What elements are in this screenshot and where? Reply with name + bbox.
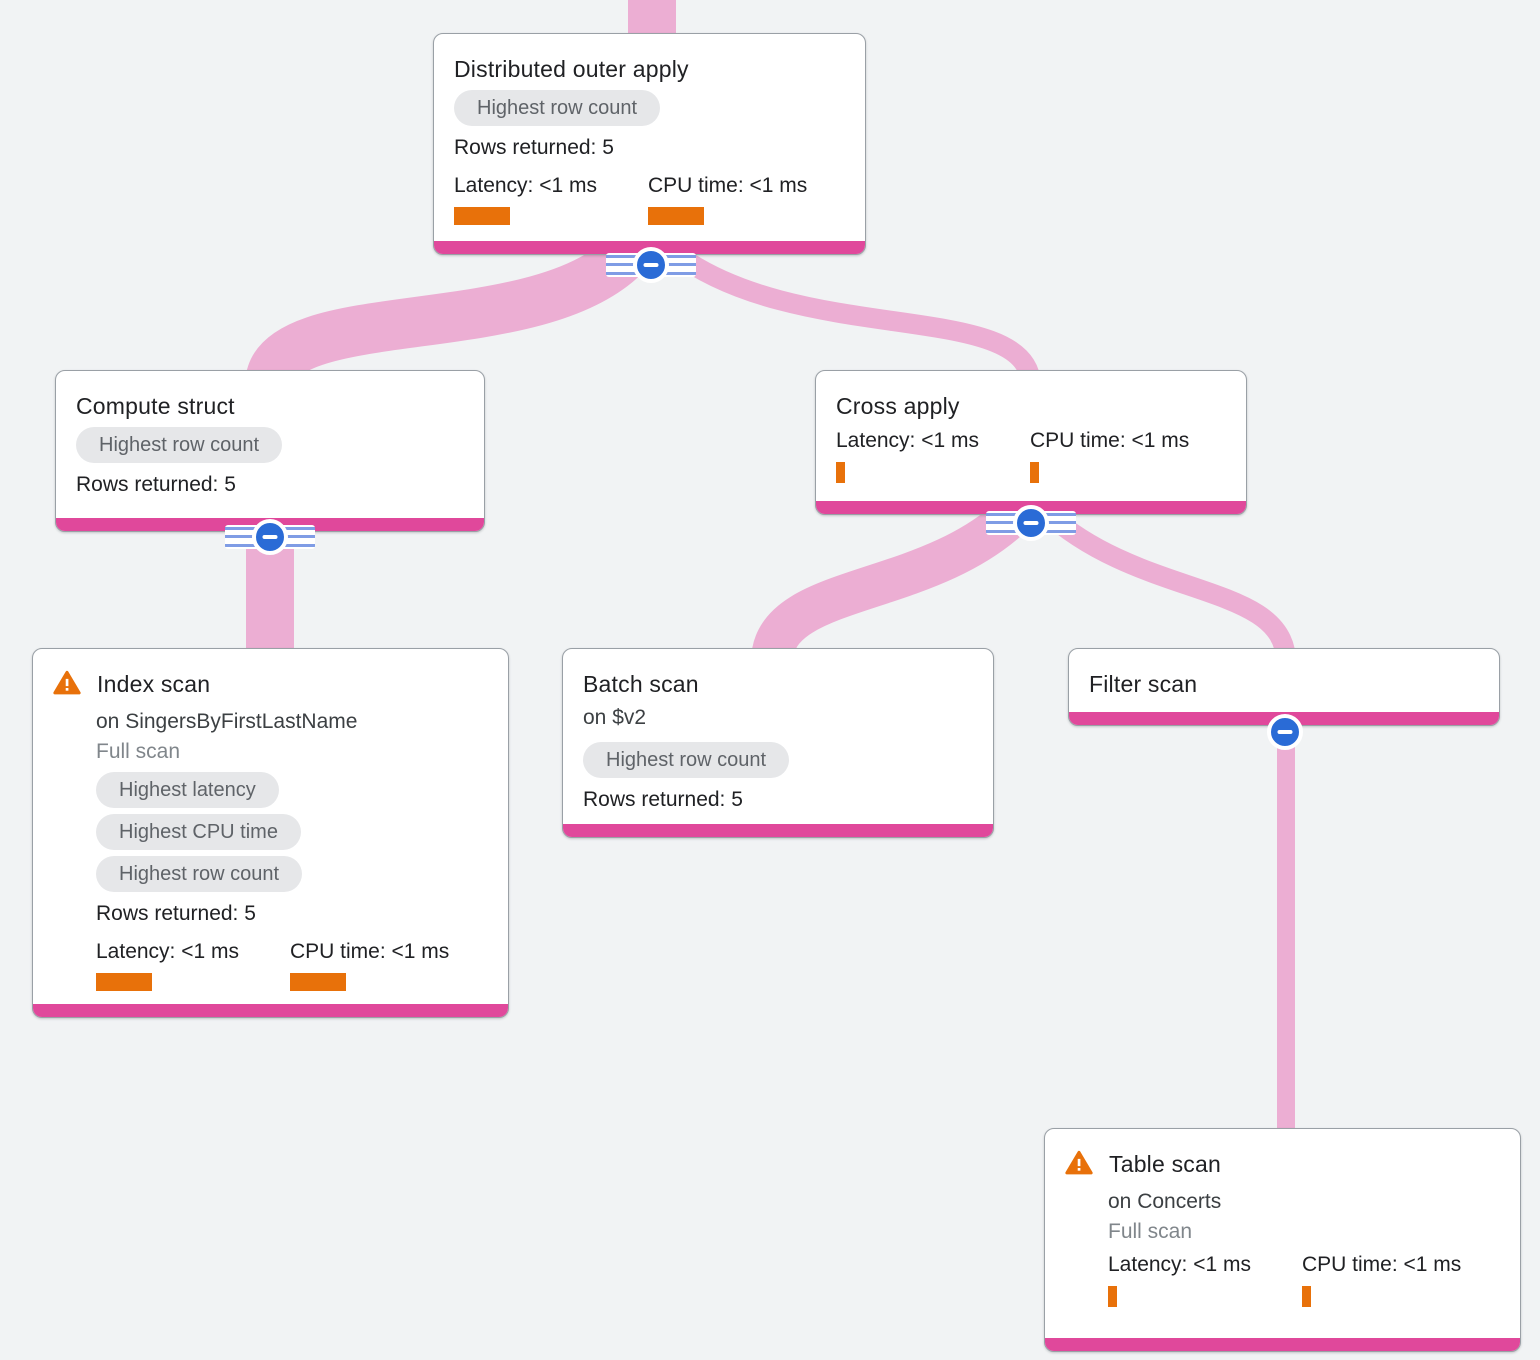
collapse-control-filter-scan [1267,714,1303,750]
minus-icon [262,535,278,539]
latency-bar [1108,1286,1117,1307]
node-table-scan[interactable]: Table scan on Concerts Full scan Latency… [1044,1128,1521,1352]
scan-type: Full scan [1108,1220,1193,1243]
node-title: Compute struct [76,393,235,419]
latency-label: Latency: <1 ms [96,940,239,963]
edge-cross-apply-to-filter-scan [1039,504,1296,663]
edge-cross-apply-to-batch-scan [751,496,1031,664]
cpu-time-bar [1302,1286,1311,1307]
cpu-time-label: CPU time: <1 ms [290,940,450,963]
node-title: Filter scan [1089,671,1198,697]
edge-distributed-to-cross-apply [667,244,1041,388]
collapse-control-compute-struct [225,519,315,555]
node-distributed-outer-apply[interactable]: Distributed outer apply Highest row coun… [433,33,866,255]
insight-badge-highest-row-count: Highest row count [76,427,283,463]
cpu-time-label: CPU time: <1 ms [1302,1253,1462,1276]
cpu-time-label: CPU time: <1 ms [1030,429,1190,452]
node-accent-bar [563,824,993,837]
insight-badge-highest-latency: Highest latency [96,772,279,808]
cpu-time-bar [290,973,346,991]
warning-icon [53,670,81,700]
node-accent-bar [33,1004,508,1017]
rows-returned: Rows returned: 5 [583,788,743,811]
rows-returned: Rows returned: 5 [76,473,236,496]
cpu-time-bar [648,207,704,225]
latency-bar [96,973,152,991]
node-title: Index scan [97,671,211,697]
rows-returned: Rows returned: 5 [454,136,614,159]
collapse-node-button[interactable] [1013,505,1049,541]
node-title: Distributed outer apply [454,56,689,82]
collapse-node-button[interactable] [1267,714,1303,750]
scan-target: on SingersByFirstLastName [96,710,358,733]
minus-icon [643,263,659,267]
collapse-control-distributed-outer-apply [606,247,696,283]
node-title: Batch scan [583,671,699,697]
insight-badge-highest-cpu-time: Highest CPU time [96,814,301,850]
warning-icon [1065,1150,1093,1180]
scan-target: on $v2 [583,706,647,729]
collapse-node-button[interactable] [633,247,669,283]
insight-badge-highest-row-count: Highest row count [96,856,303,892]
collapse-control-cross-apply [986,505,1076,541]
minus-icon [1277,730,1293,734]
node-index-scan[interactable]: Index scan on SingersByFirstLastName Ful… [32,648,509,1018]
latency-label: Latency: <1 ms [454,174,597,197]
latency-bar [836,462,845,483]
cpu-time-label: CPU time: <1 ms [648,174,808,197]
node-accent-bar [1045,1338,1520,1351]
node-filter-scan[interactable]: Filter scan [1068,648,1500,726]
node-batch-scan[interactable]: Batch scan on $v2 Highest row count Rows… [562,648,994,838]
insight-badge-highest-row-count: Highest row count [454,90,661,126]
collapse-node-button[interactable] [252,519,288,555]
latency-label: Latency: <1 ms [1108,1253,1251,1276]
node-compute-struct[interactable]: Compute struct Highest row count Rows re… [55,370,485,532]
insight-badge-highest-row-count: Highest row count [583,742,790,778]
node-title: Table scan [1109,1151,1221,1177]
scan-target: on Concerts [1108,1190,1222,1213]
cpu-time-bar [1030,462,1039,483]
edge-distributed-to-compute-struct [245,234,647,390]
node-title: Cross apply [836,393,960,419]
rows-returned: Rows returned: 5 [96,902,256,925]
latency-label: Latency: <1 ms [836,429,979,452]
scan-type: Full scan [96,740,181,763]
minus-icon [1023,521,1039,525]
node-cross-apply[interactable]: Cross apply Latency: <1 ms CPU time: <1 … [815,370,1247,515]
latency-bar [454,207,510,225]
